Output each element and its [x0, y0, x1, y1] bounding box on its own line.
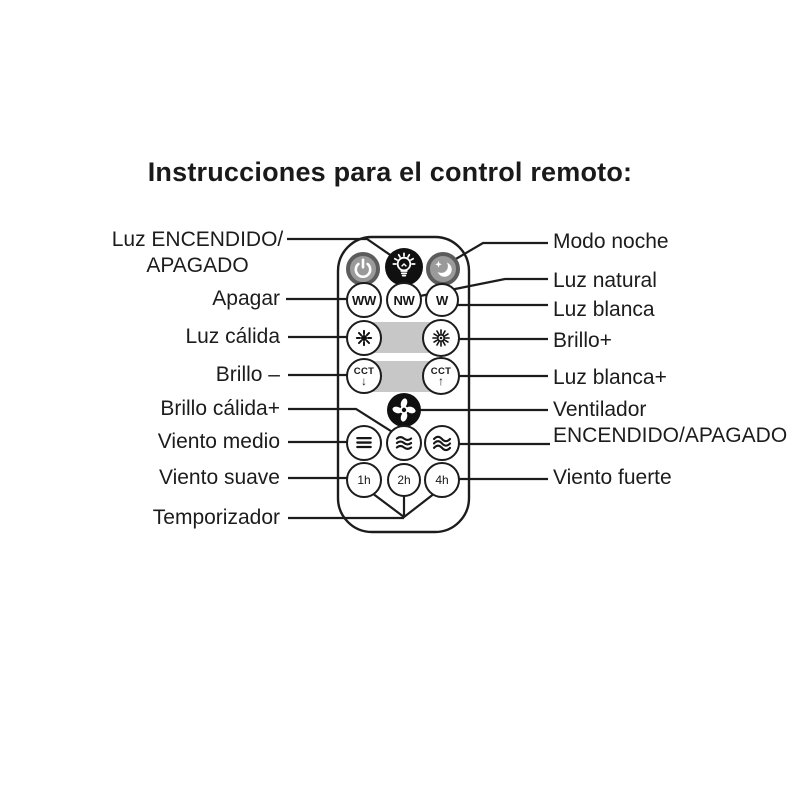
fan-icon [392, 398, 416, 422]
up-arrow-icon: ↑ [438, 374, 444, 388]
night-mode-icon [434, 259, 452, 277]
power-button [346, 252, 380, 286]
label-luz-calida: Luz cálida [185, 325, 280, 348]
power-icon [354, 258, 372, 279]
timer-1h-button: 1h [346, 462, 382, 498]
down-arrow-icon: ↓ [361, 374, 367, 388]
night-mode-button [426, 252, 460, 286]
brightness-up-button [422, 319, 460, 357]
wind-high-icon [432, 435, 452, 452]
connector-lines [286, 237, 550, 520]
wind-low-button [346, 425, 382, 461]
label-brillo-mas: Brillo+ [553, 329, 612, 352]
label-viento-fuerte: Viento fuerte [553, 466, 672, 489]
light-bulb-icon [392, 252, 416, 277]
label-ventilador-on-off: Ventilador ENCENDIDO/APAGADO [553, 398, 788, 447]
label-viento-medio: Viento medio [157, 430, 280, 453]
cct-down-button: CCT ↓ [346, 358, 382, 394]
label-temporizador: Temporizador [152, 506, 280, 529]
light-on-off-button [385, 248, 423, 286]
bright-light-icon [432, 329, 450, 347]
timer-2h-button: 2h [387, 463, 421, 497]
label-light-on-off: Luz ENCENDIDO/ APAGADO [111, 228, 284, 277]
label-luz-natural: Luz natural [553, 269, 657, 292]
cct-up-button: CCT ↑ [422, 357, 460, 395]
natural-white-button: NW [386, 282, 422, 318]
label-luz-blanca: Luz blanca [553, 298, 655, 321]
label-brillo-calida-mas: Brillo cálida+ [160, 397, 280, 420]
fan-on-off-button [387, 393, 421, 427]
label-modo-noche: Modo noche [553, 230, 669, 253]
timer-4h-button: 4h [424, 462, 460, 498]
page-title: Instrucciones para el control remoto: [147, 157, 633, 187]
label-viento-suave: Viento suave [158, 466, 280, 489]
warm-light-icon [355, 329, 373, 347]
wind-medium-button [386, 425, 422, 461]
wind-high-button [424, 425, 460, 461]
warm-light-button [346, 320, 382, 356]
label-luz-blanca-mas: Luz blanca+ [553, 366, 667, 389]
white-button: W [425, 283, 459, 317]
wind-low-icon [356, 436, 372, 449]
warm-white-button: WW [346, 282, 382, 318]
label-apagar: Apagar [212, 287, 280, 310]
wind-medium-icon [395, 436, 413, 450]
label-brillo-menos: Brillo – [215, 363, 280, 386]
